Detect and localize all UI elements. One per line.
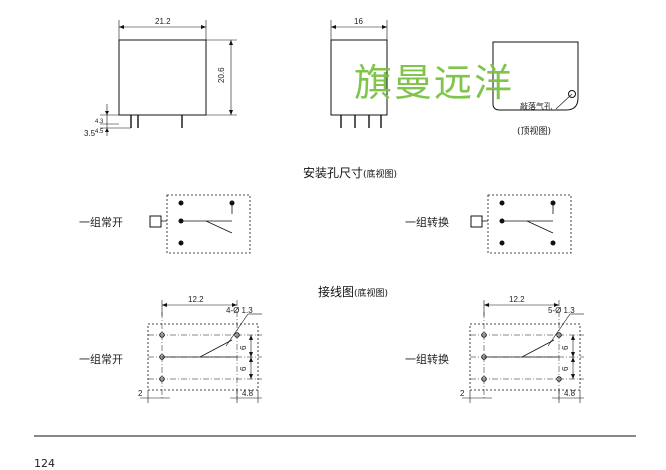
mount-title-text: 安装孔尺寸 bbox=[303, 166, 364, 180]
top-view bbox=[492, 41, 579, 111]
dim-depth: 16 bbox=[354, 17, 363, 26]
wiring-form-a bbox=[140, 300, 262, 403]
form-a-label-top: 一组常开 bbox=[79, 216, 123, 229]
dim-hole-c: 5-Ø 1.3 bbox=[548, 306, 575, 315]
dim-width: 21.2 bbox=[155, 17, 171, 26]
page-number: 124 bbox=[34, 457, 55, 470]
dim-height: 20.6 bbox=[217, 67, 226, 83]
dim-six-c1: 6 bbox=[561, 345, 570, 350]
front-view bbox=[100, 20, 237, 136]
dim-pin-1: 3.5 bbox=[84, 129, 96, 138]
side-view bbox=[330, 20, 388, 128]
dim-48-c: 4.8 bbox=[564, 389, 576, 398]
dim-pitch-a: 12.2 bbox=[188, 295, 204, 304]
dim-six-a2: 6 bbox=[239, 366, 248, 371]
dim-six-c2: 6 bbox=[561, 366, 570, 371]
watermark: 旗曼远洋 bbox=[354, 61, 515, 105]
mount-view-note: (底视图) bbox=[363, 170, 398, 180]
mount-title: 安装孔尺寸(底视图) bbox=[303, 164, 397, 181]
wiring-view-note: (底视图) bbox=[354, 289, 389, 299]
form-c-label-top: 一组转换 bbox=[405, 216, 449, 229]
wiring-form-c bbox=[462, 300, 584, 403]
mount-form-c bbox=[470, 194, 572, 254]
dim-pitch-c: 12.2 bbox=[509, 295, 525, 304]
dim-two-a: 2 bbox=[138, 389, 143, 398]
dim-48-a: 4.8 bbox=[242, 389, 254, 398]
dim-pin-2: 4.3 bbox=[95, 119, 104, 125]
form-c-label-bottom: 一组转换 bbox=[405, 353, 449, 366]
dim-hole-a: 4-Ø 1.3 bbox=[226, 306, 253, 315]
dim-six-a1: 6 bbox=[239, 345, 248, 350]
form-a-label-bottom: 一组常开 bbox=[79, 353, 123, 366]
wiring-title-text: 接线图 bbox=[318, 285, 355, 299]
wiring-title: 接线图(底视图) bbox=[318, 283, 388, 300]
dim-pin-3: 4.5 bbox=[95, 129, 104, 135]
vent-hole-label: 敲落气孔 bbox=[520, 102, 552, 111]
mount-form-a bbox=[149, 194, 251, 254]
dim-two-c: 2 bbox=[460, 389, 465, 398]
top-view-label: (顶视图) bbox=[517, 127, 552, 137]
